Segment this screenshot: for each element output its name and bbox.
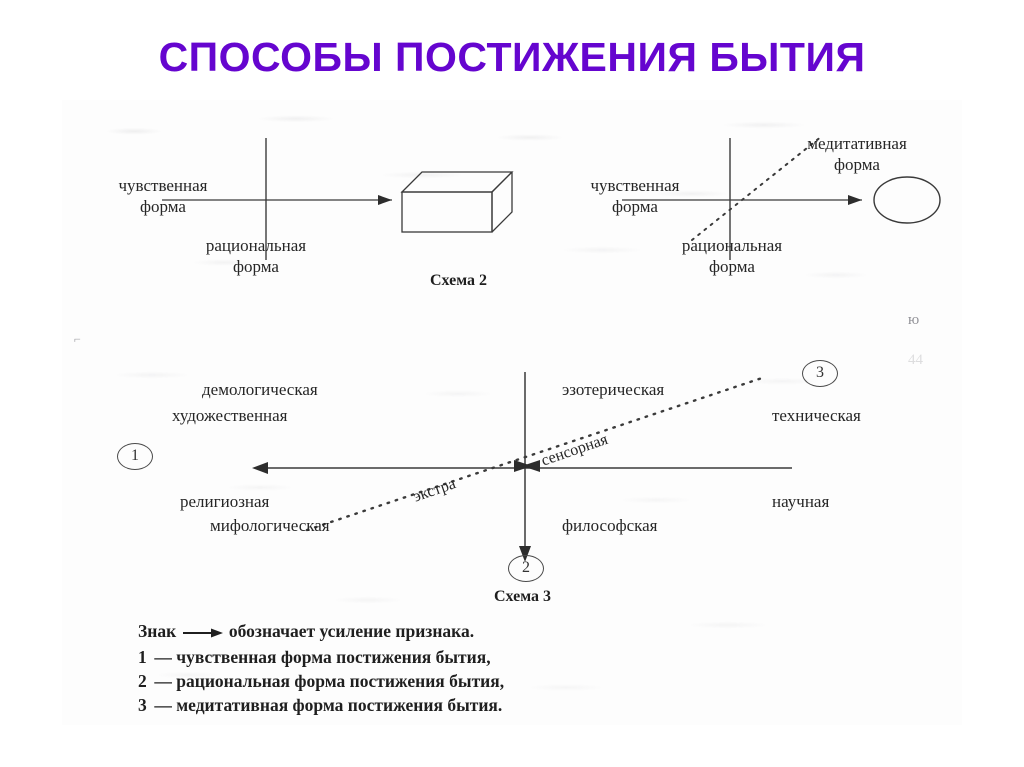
scheme3-label-scientific: научная xyxy=(772,492,830,511)
legend-item-1-number: 1 xyxy=(138,647,147,667)
ellipse-icon xyxy=(873,176,941,224)
legend-item-3-dash: — xyxy=(154,695,172,715)
legend-item-1: 1 — чувственная форма постижения бытия, xyxy=(138,646,491,669)
scheme3-label-religious: религиозная xyxy=(180,492,270,511)
scheme3-caption: Схема 3 xyxy=(494,588,552,605)
scheme3-label-esoteric: эзотерическая xyxy=(562,380,665,399)
legend-item-2-dash: — xyxy=(154,671,172,691)
scheme3-marker-3: 3 xyxy=(802,360,838,387)
scan-artifact-tick: ⌐ xyxy=(74,332,81,346)
scheme2-graphics xyxy=(162,135,941,260)
legend-sign-suffix: обозначает усиление признака. xyxy=(228,621,475,641)
scheme2-meditative-dotted-line xyxy=(691,135,823,241)
scheme2-caption: Схема 2 xyxy=(430,272,488,289)
scheme3-marker-2: 2 xyxy=(508,555,544,582)
legend-item-1-dash: — xyxy=(154,647,172,667)
scheme3-down-arrowhead xyxy=(519,546,531,562)
scheme3-diagonal-arrowhead-right xyxy=(522,460,540,472)
scheme3-label-technical: техническая xyxy=(772,406,861,425)
scheme3-label-philosophical: философская xyxy=(562,516,658,535)
scheme3-extrasensory-dotted-line xyxy=(305,376,764,532)
scheme3-label-demological: демологическая xyxy=(202,380,318,399)
scan-artifact-letter: ю xyxy=(908,312,920,328)
arrow-icon xyxy=(182,628,223,638)
legend-sign-line: Знак обозначает усиление признака. xyxy=(138,620,474,643)
scheme3-graphics xyxy=(252,372,792,562)
scheme3-label-mythological: мифологическая xyxy=(210,516,330,535)
legend-item-3: 3 — медитативная форма постижения бытия. xyxy=(138,694,502,717)
scan-artifact-page-number: 44 xyxy=(908,352,923,368)
scheme2-right-arrowhead xyxy=(848,195,862,205)
cuboid-icon xyxy=(400,171,514,233)
legend-item-2: 2 — рациональная форма постижения бытия, xyxy=(138,670,504,693)
scheme3-marker-1: 1 xyxy=(117,443,153,470)
legend-item-2-number: 2 xyxy=(138,671,147,691)
scheme3-left-arrowhead xyxy=(252,462,268,474)
scheme3-label-artistic: художественная xyxy=(172,406,288,425)
legend-item-2-text: рациональная форма постижения бытия, xyxy=(176,671,505,691)
scheme2-left-arrowhead xyxy=(378,195,392,205)
legend-sign-prefix: Знак xyxy=(138,621,177,641)
legend-item-3-number: 3 xyxy=(138,695,147,715)
page-title: СПОСОБЫ ПОСТИЖЕНИЯ БЫТИЯ xyxy=(158,34,866,80)
legend-item-1-text: чувственная форма постижения бытия, xyxy=(176,647,491,667)
legend-item-3-text: медитативная форма постижения бытия. xyxy=(176,695,503,715)
